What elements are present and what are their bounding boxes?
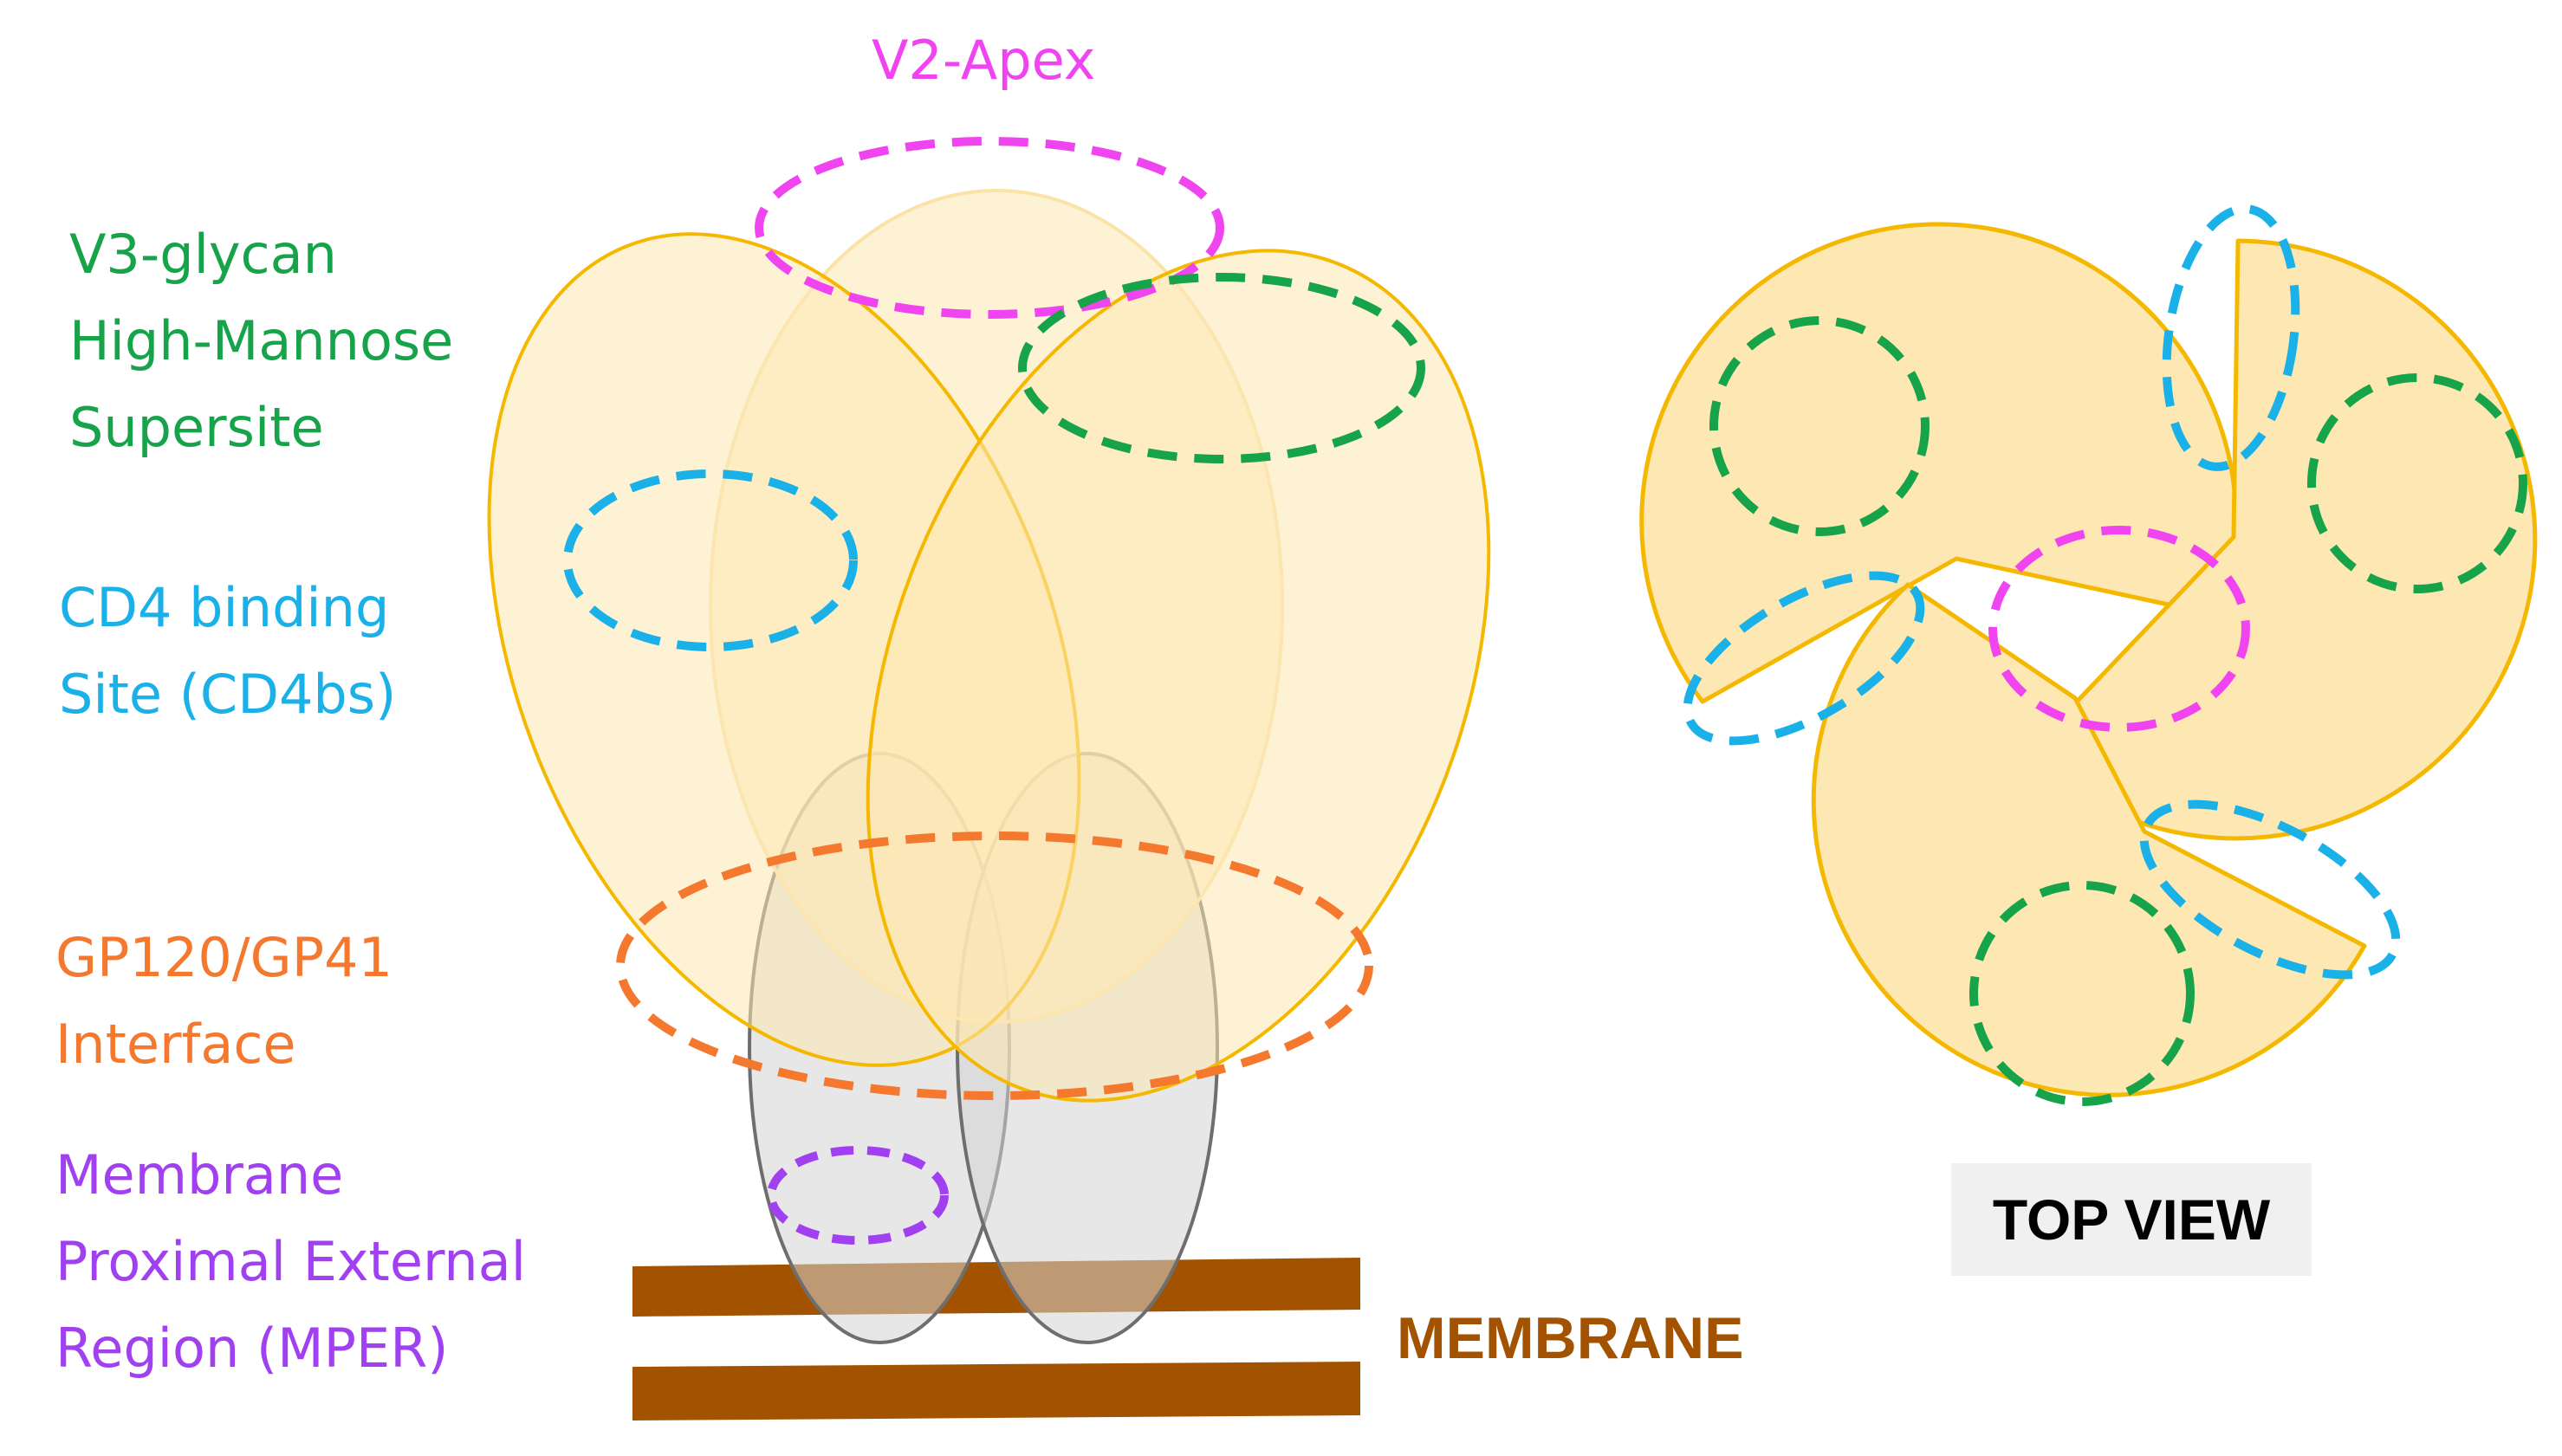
topview-cd4bs-ring-bottom [2139,799,2401,980]
cd4bs-label: CD4 binding Site (CD4bs) [59,565,396,738]
membrane-bar-bottom [632,1362,1360,1420]
v3-glycan-ring [1018,273,1425,463]
v3-glycan-label: V3-glycan High-Mannose Supersite [69,211,453,471]
v2-apex-label: V2-Apex [872,17,1095,104]
gp120-gp41-label-line1: GP120/GP41 [55,926,392,989]
top-view-label-box: TOP VIEW [1951,1163,2312,1276]
topview-cd4bs-ring-top [2162,204,2300,471]
membrane-label: MEMBRANE [1397,1305,1744,1371]
mper-label: Membrane Proximal External Region (MPER) [55,1132,526,1392]
gp120-protomer-right [866,249,1491,1103]
cd4bs-ring [563,469,858,651]
cd4bs-label-line2: Site (CD4bs) [59,663,397,726]
epitope-rings [563,137,1425,1245]
mper-label-line1: Membrane [55,1143,344,1207]
v2-apex-label-text: V2-Apex [872,29,1096,92]
cd4bs-label-line1: CD4 binding [59,576,390,639]
top-view-label: TOP VIEW [1992,1187,2271,1252]
v3-glycan-label-line3: Supersite [69,396,324,459]
v3-glycan-label-line1: V3-glycan [69,223,337,286]
v2-apex-ring [755,137,1224,319]
topview-epitope-rings [1683,204,2527,1106]
topview-v3-ring-left [1709,316,1930,536]
topview-v3-ring-right [2307,373,2527,593]
mper-label-line3: Region (MPER) [55,1317,449,1380]
topview-protomer-left [1639,222,2239,704]
top-view [1639,204,2538,1106]
topview-cd4bs-ring-left [1683,571,1925,746]
side-view [487,137,1491,1420]
topview-protomers [1639,222,2538,1097]
mper-label-line2: Proximal External [55,1230,526,1293]
gp120-protomers [487,189,1491,1103]
membrane-bars [632,1258,1360,1420]
membrane-bar-top [632,1258,1360,1317]
gp120-gp41-interface-ring [616,832,1373,1100]
topview-protomer-bottom [1811,582,2367,1097]
topview-protomer-right [2025,238,2538,841]
v3-glycan-label-line2: High-Mannose [69,309,454,372]
topview-v2-apex-ring [1988,526,2250,732]
gp120-gp41-label: GP120/GP41 Interface [55,915,392,1088]
mper-ring [767,1146,949,1245]
gp120-gp41-label-line2: Interface [55,1013,296,1076]
topview-v3-ring-bottom [1969,881,2195,1106]
